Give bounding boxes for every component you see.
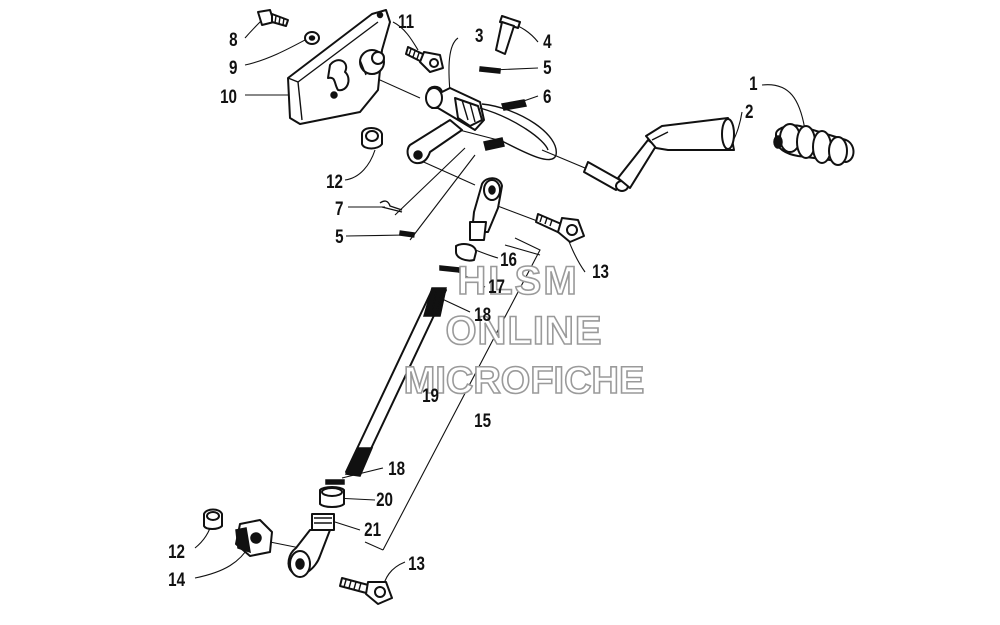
watermark: HLSM ONLINE MICROFICHE xyxy=(403,258,645,403)
callout-6: 6 xyxy=(543,85,551,107)
callout-7: 7 xyxy=(335,197,343,219)
callout-1: 1 xyxy=(749,72,758,94)
bolt-icon xyxy=(257,9,289,27)
callout-3: 3 xyxy=(475,24,483,46)
callout-21: 21 xyxy=(364,518,381,540)
callout-19: 19 xyxy=(422,384,439,406)
callout-5-top: 5 xyxy=(543,56,552,78)
bolt-icon xyxy=(339,577,393,605)
watermark-line-2: ONLINE xyxy=(445,309,602,353)
threaded-rod-icon xyxy=(344,287,447,477)
nut-icon xyxy=(235,519,273,557)
rod-end-icon xyxy=(439,177,503,273)
nut-icon xyxy=(361,127,383,150)
callout-17: 17 xyxy=(488,275,505,297)
cotter-pin-icon xyxy=(379,200,403,213)
watermark-line-1: HLSM xyxy=(457,259,578,303)
callout-18-lower: 18 xyxy=(388,457,405,479)
callout-15: 15 xyxy=(474,409,491,431)
clevis-pin-icon xyxy=(495,15,521,55)
grip-icon xyxy=(773,123,855,166)
bolt-icon xyxy=(535,213,585,243)
nut-icon xyxy=(203,508,223,530)
callout-12-lower: 12 xyxy=(168,540,185,562)
leader-lines xyxy=(194,19,806,591)
watermark-line-3: MICROFICHE xyxy=(404,360,645,402)
mount-bracket-icon xyxy=(287,9,391,125)
callout-13-top: 13 xyxy=(592,260,609,282)
callout-2: 2 xyxy=(745,100,753,122)
washer-icon xyxy=(304,31,320,45)
callout-10: 10 xyxy=(220,85,237,107)
nut-icon xyxy=(319,479,345,508)
callout-20: 20 xyxy=(376,488,393,510)
clip-icon xyxy=(479,66,501,74)
callout-18-top: 18 xyxy=(474,303,491,325)
bolt-icon xyxy=(405,46,444,73)
callout-5-lower: 5 xyxy=(335,225,344,247)
clip-icon xyxy=(398,230,416,238)
callout-8: 8 xyxy=(229,28,238,50)
shift-arm-icon xyxy=(406,85,485,165)
callout-labels: 8 9 10 11 3 4 5 6 1 2 12 7 5 16 13 17 18… xyxy=(168,10,758,590)
callout-14: 14 xyxy=(168,568,185,590)
shift-lever-icon xyxy=(583,117,735,192)
rod-end-icon xyxy=(287,513,335,578)
callout-12-top: 12 xyxy=(326,170,343,192)
callout-9: 9 xyxy=(229,56,237,78)
callout-13-lower: 13 xyxy=(408,552,425,574)
spring-icon xyxy=(479,99,557,161)
callout-16: 16 xyxy=(500,248,517,270)
callout-11: 11 xyxy=(398,10,414,32)
callout-4: 4 xyxy=(543,30,552,52)
